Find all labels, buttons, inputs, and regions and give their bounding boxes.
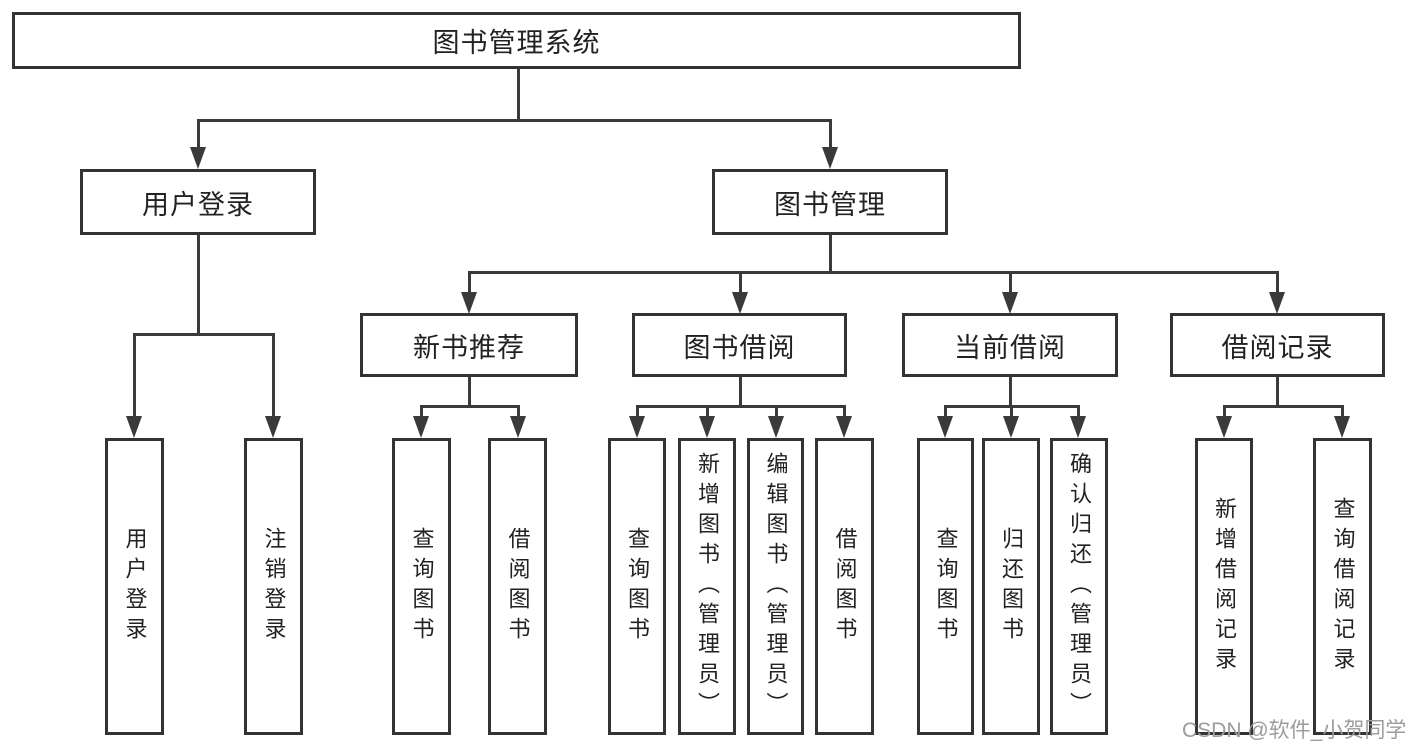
connector-line-horizontal (133, 333, 275, 336)
node-label: 借阅记录 (1221, 332, 1334, 363)
connector-line-vertical (517, 68, 520, 122)
connector-line-vertical (1077, 405, 1080, 420)
node-label: 新增图书（管理员） (695, 451, 720, 722)
connector-line-vertical (775, 405, 778, 420)
node-label: 确认归还（管理员） (1067, 451, 1092, 722)
node-query-books-current: 查询图书 (917, 438, 974, 735)
connector-line-vertical (1223, 405, 1226, 420)
node-edit-books-admin: 编辑图书（管理员） (747, 438, 804, 735)
node-query-borrow-record: 查询借阅记录 (1313, 438, 1372, 735)
node-label: 图书管理 (774, 189, 886, 220)
node-library-management-system: 图书管理系统 (12, 12, 1021, 69)
connector-line-vertical (944, 405, 947, 420)
node-new-book-recommend: 新书推荐 (360, 313, 578, 377)
node-borrow-records: 借阅记录 (1170, 313, 1385, 377)
arrowhead-down-icon (732, 292, 748, 314)
node-add-books-admin: 新增图书（管理员） (678, 438, 736, 735)
arrowhead-down-icon (413, 416, 429, 438)
arrowhead-down-icon (699, 416, 715, 438)
connector-line-vertical (1276, 377, 1279, 407)
connector-line-vertical (1009, 377, 1012, 407)
node-label: 借阅图书 (832, 526, 858, 647)
arrowhead-down-icon (1070, 416, 1086, 438)
connector-line-vertical (829, 119, 832, 153)
arrowhead-down-icon (461, 292, 477, 314)
connector-line-vertical (1009, 271, 1012, 296)
node-label: 图书借阅 (683, 332, 796, 363)
connector-line-vertical (739, 271, 742, 296)
arrowhead-down-icon (126, 416, 142, 438)
node-label: 查询图书 (409, 526, 435, 647)
connector-line-vertical (420, 405, 423, 420)
node-label: 新增借阅记录 (1212, 496, 1237, 677)
arrowhead-down-icon (1003, 416, 1019, 438)
node-user-login: 用户登录 (80, 169, 316, 235)
arrowhead-down-icon (822, 147, 838, 169)
connector-line-vertical (468, 377, 471, 407)
connector-line-vertical (829, 235, 832, 274)
node-label: 查询借阅记录 (1330, 496, 1356, 677)
node-return-books: 归还图书 (982, 438, 1040, 735)
node-label: 用户登录 (142, 189, 254, 220)
connector-line-vertical (1341, 405, 1344, 420)
arrowhead-down-icon (1002, 292, 1018, 314)
node-book-borrowing: 图书借阅 (632, 313, 847, 377)
node-query-books-borrow: 查询图书 (608, 438, 666, 735)
arrowhead-down-icon (265, 416, 281, 438)
connector-line-horizontal (468, 271, 1279, 274)
connector-line-vertical (636, 405, 639, 420)
arrowhead-down-icon (190, 147, 206, 169)
node-add-borrow-record: 新增借阅记录 (1195, 438, 1253, 735)
arrowhead-down-icon (1334, 416, 1350, 438)
node-label: 图书管理系统 (432, 28, 601, 58)
node-confirm-return-admin: 确认归还（管理员） (1050, 438, 1108, 735)
connector-line-vertical (468, 271, 471, 296)
connector-line-vertical (272, 333, 275, 421)
node-user-login-leaf: 用户登录 (105, 438, 164, 735)
node-borrow-books-recommend: 借阅图书 (488, 438, 547, 735)
connector-line-vertical (1276, 271, 1279, 296)
node-label: 借阅图书 (505, 526, 531, 647)
arrowhead-down-icon (1216, 416, 1232, 438)
connector-line-vertical (133, 333, 136, 421)
node-label: 查询图书 (625, 526, 650, 647)
node-query-books-recommend: 查询图书 (392, 438, 451, 735)
connector-line-vertical (706, 405, 709, 420)
node-label: 新书推荐 (413, 332, 525, 363)
connector-line-vertical (197, 119, 200, 153)
node-label: 编辑图书（管理员） (763, 451, 789, 722)
node-label: 当前借阅 (954, 332, 1066, 363)
connector-line-vertical (739, 377, 742, 407)
node-logout-leaf: 注销登录 (244, 438, 303, 735)
connector-line-vertical (843, 405, 846, 420)
node-label: 查询图书 (933, 526, 959, 647)
node-borrow-books-leaf: 借阅图书 (815, 438, 874, 735)
watermark: CSDN @软件_小贺同学 (1182, 719, 1405, 742)
arrowhead-down-icon (510, 416, 526, 438)
arrowhead-down-icon (836, 416, 852, 438)
node-current-borrowing: 当前借阅 (902, 313, 1118, 377)
arrowhead-down-icon (937, 416, 953, 438)
connector-line-vertical (1010, 405, 1013, 420)
connector-line-vertical (517, 405, 520, 420)
arrowhead-down-icon (1269, 292, 1285, 314)
connector-line-vertical (197, 235, 200, 336)
node-label: 归还图书 (999, 526, 1024, 647)
connector-line-horizontal (197, 119, 832, 122)
arrowhead-down-icon (629, 416, 645, 438)
arrowhead-down-icon (768, 416, 784, 438)
node-label: 用户登录 (122, 526, 148, 647)
connector-line-horizontal (1223, 405, 1344, 408)
node-label: 注销登录 (261, 526, 287, 647)
node-book-management: 图书管理 (712, 169, 948, 235)
